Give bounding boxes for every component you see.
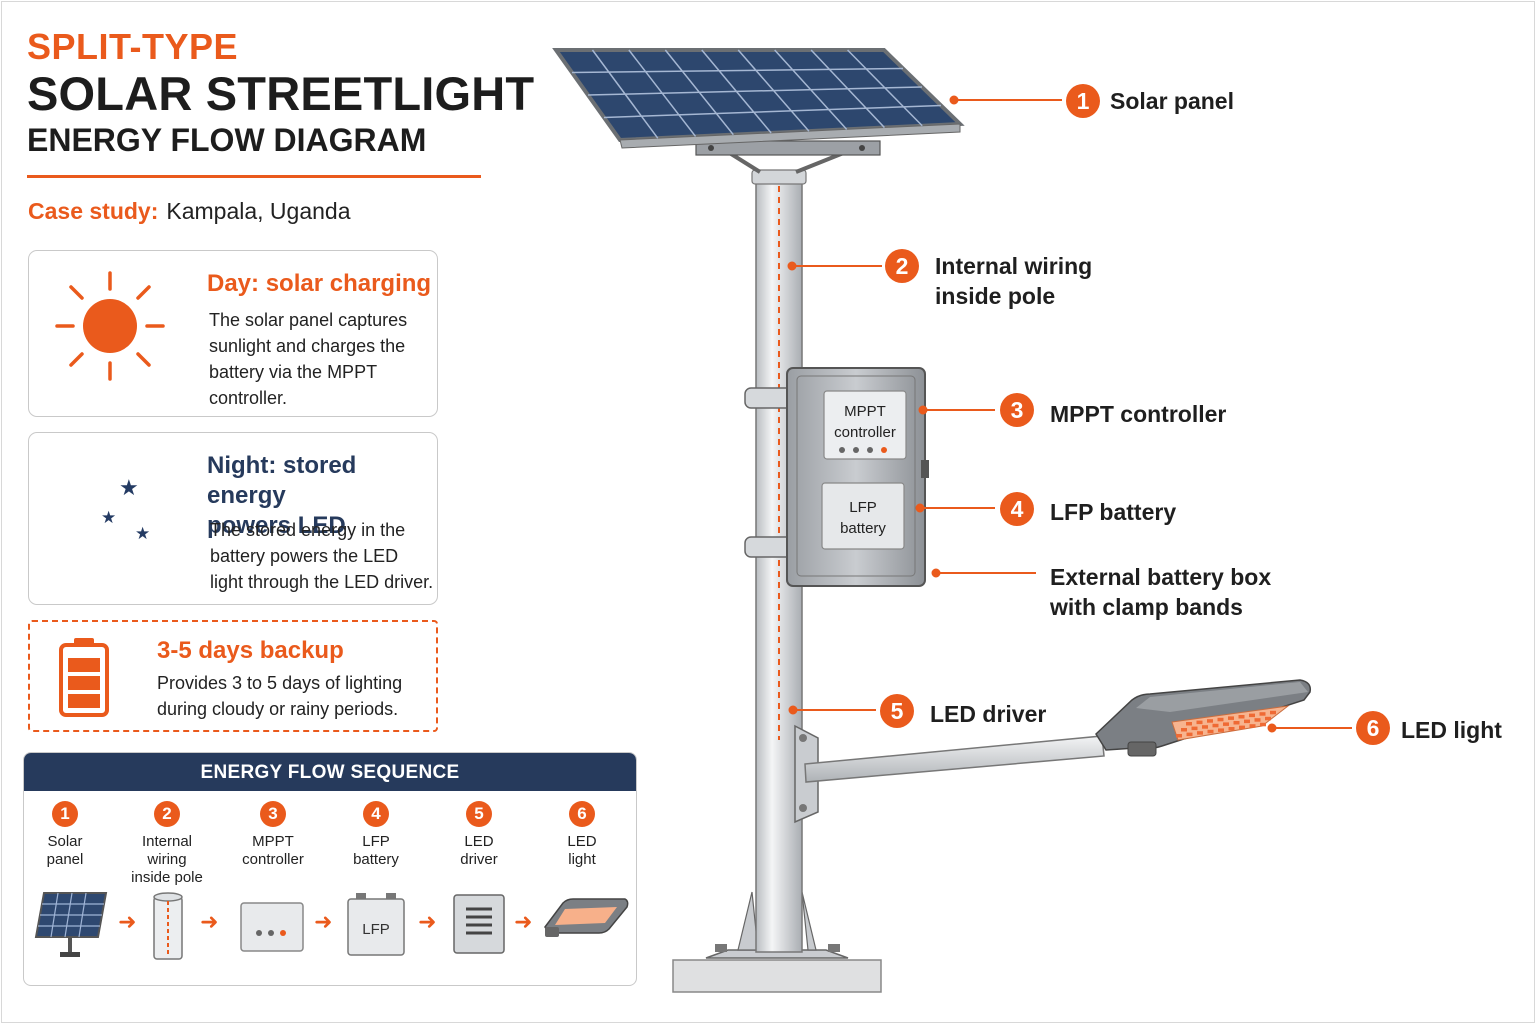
sun-icon bbox=[55, 271, 165, 381]
step-number: 4 bbox=[363, 801, 389, 827]
svg-text:★: ★ bbox=[101, 508, 116, 528]
day-card: Day: solar charging The solar panel capt… bbox=[28, 250, 438, 417]
page-subtitle: ENERGY FLOW DIAGRAM bbox=[27, 122, 427, 158]
callout-badge: 6 bbox=[1356, 711, 1390, 745]
svg-text:★: ★ bbox=[135, 524, 150, 544]
step-number: 3 bbox=[260, 801, 286, 827]
backup-card: 3-5 days backup Provides 3 to 5 days of … bbox=[28, 620, 438, 732]
callout-badge: 1 bbox=[1066, 84, 1100, 118]
day-card-text: The solar panel captures sunlight and ch… bbox=[209, 310, 408, 408]
pole-wiring-icon bbox=[153, 892, 183, 960]
step-number: 6 bbox=[569, 801, 595, 827]
title-top: SPLIT-TYPE bbox=[27, 26, 239, 67]
sequence-arrow: ➜ bbox=[314, 909, 333, 934]
page-title: SOLAR STREETLIGHT bbox=[27, 67, 535, 120]
night-card-text: The stored energy in the battery powers … bbox=[210, 520, 434, 592]
callout-label: LED light bbox=[1401, 717, 1502, 743]
title-divider bbox=[27, 175, 481, 178]
night-card-title: Night: stored energy powers LED bbox=[207, 452, 357, 539]
case-study-label: Case study: bbox=[28, 198, 159, 224]
callout-badge: 4 bbox=[1000, 492, 1034, 526]
step-number: 2 bbox=[154, 801, 180, 827]
callout-label: LFP battery bbox=[1050, 499, 1177, 525]
callout-label: MPPT controller bbox=[1050, 401, 1227, 427]
battery-icon bbox=[59, 638, 109, 717]
solar-panel-icon bbox=[34, 892, 108, 957]
lfp-battery-icon: LFP bbox=[347, 893, 405, 956]
callout-badge: 5 bbox=[880, 694, 914, 728]
backup-card-title: 3-5 days backup bbox=[157, 637, 344, 664]
step-number: 1 bbox=[52, 801, 78, 827]
sequence-arrow: ➜ bbox=[418, 909, 437, 934]
controller-icon bbox=[240, 902, 304, 952]
step-number: 5 bbox=[466, 801, 492, 827]
callout-badge: 3 bbox=[1000, 393, 1034, 427]
svg-text:LFP: LFP bbox=[362, 921, 390, 938]
case-study: Case study: Kampala, Uganda bbox=[28, 198, 351, 225]
day-card-title: Day: solar charging bbox=[207, 270, 432, 297]
led-driver-icon bbox=[453, 894, 505, 954]
sequence-arrow: ➜ bbox=[514, 909, 533, 934]
svg-text:★: ★ bbox=[119, 476, 139, 501]
sequence-arrow: ➜ bbox=[200, 909, 219, 934]
callout-label: Solar panel bbox=[1110, 88, 1234, 114]
sequence-heading: ENERGY FLOW SEQUENCE bbox=[24, 753, 636, 791]
sequence-arrow: ➜ bbox=[118, 909, 137, 934]
led-light-icon bbox=[544, 898, 629, 937]
backup-card-text: Provides 3 to 5 days of lighting during … bbox=[157, 673, 403, 719]
callout-badge: 2 bbox=[885, 249, 919, 283]
moon-icon: ★ ★ ★ bbox=[67, 459, 150, 547]
callout-label: LED driver bbox=[930, 701, 1047, 727]
night-card: ★ ★ ★ Night: stored energy powers LED Th… bbox=[28, 432, 438, 605]
case-study-location: Kampala, Uganda bbox=[166, 198, 351, 224]
